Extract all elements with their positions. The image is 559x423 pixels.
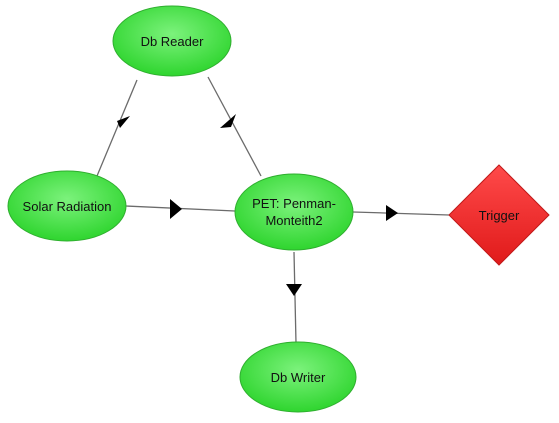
node-db-writer[interactable]: Db Writer bbox=[239, 341, 357, 413]
node-pet-penman-monteith2[interactable]: PET: Penman- Monteith2 bbox=[234, 173, 354, 251]
arrowhead-solar-radiation-to-pet bbox=[170, 199, 182, 219]
db-reader-shape[interactable] bbox=[112, 5, 232, 77]
solar-radiation-label: Solar Radiation bbox=[23, 199, 112, 214]
arrowhead-pet-to-db-writer bbox=[286, 284, 302, 296]
edge-pet-to-trigger[interactable] bbox=[352, 211, 450, 216]
arrowhead-pet-to-trigger bbox=[386, 205, 398, 221]
trigger-label: Trigger bbox=[479, 208, 520, 223]
node-trigger[interactable]: Trigger bbox=[448, 164, 550, 266]
edge-db-reader-to-solar-radiation[interactable] bbox=[96, 79, 138, 177]
db-reader-label: Db Reader bbox=[141, 34, 205, 49]
db-writer-shape[interactable] bbox=[239, 341, 357, 413]
arrows-layer bbox=[117, 114, 398, 296]
pet-shape[interactable] bbox=[234, 173, 354, 251]
node-db-reader[interactable]: Db Reader bbox=[112, 5, 232, 77]
pet-label-line-2: Monteith2 bbox=[265, 213, 322, 228]
node-solar-radiation[interactable]: Solar Radiation bbox=[7, 170, 127, 242]
solar-radiation-shape[interactable] bbox=[7, 170, 127, 242]
arrowhead-db-reader-to-solar-radiation bbox=[117, 116, 130, 128]
db-writer-label: Db Writer bbox=[271, 370, 326, 385]
pet-label-line-1: PET: Penman- bbox=[252, 196, 336, 211]
trigger-diamond-shape[interactable] bbox=[448, 164, 550, 266]
edge-pet-to-db-writer[interactable] bbox=[293, 251, 297, 344]
nodes-layer: Db Reader Solar Radiation PET: Penman- M… bbox=[7, 5, 550, 413]
edge-db-reader-to-pet[interactable] bbox=[207, 76, 262, 177]
arrowhead-db-reader-to-pet bbox=[220, 114, 236, 128]
